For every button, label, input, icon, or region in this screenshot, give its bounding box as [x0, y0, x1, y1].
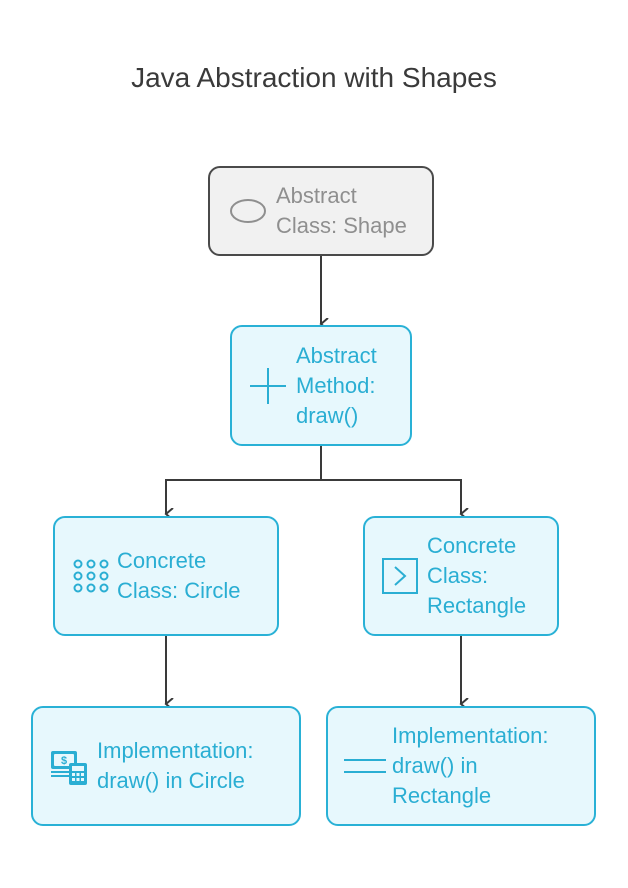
- node-concrete-class-rectangle: Concrete Class: Rectangle: [363, 516, 559, 636]
- diagram-title: Java Abstraction with Shapes: [131, 62, 497, 93]
- node-label: Abstract Class: Shape: [276, 183, 407, 238]
- edge-method-to-circle: [166, 446, 322, 514]
- node-label: Implementation: draw() in Circle: [97, 738, 254, 793]
- node-implementation-rectangle: Implementation: draw() in Rectangle: [326, 706, 596, 826]
- node-label: Abstract Method: draw(): [296, 342, 377, 428]
- chevron-right-box-icon: [377, 556, 423, 596]
- double-line-icon: [340, 756, 390, 776]
- node-abstract-method-draw: Abstract Method: draw(): [230, 325, 412, 446]
- dot-grid-icon: [69, 556, 115, 596]
- node-abstract-class-shape: Abstract Class: Shape: [208, 166, 434, 256]
- plus-icon: [244, 366, 292, 406]
- edge-method-to-rectangle: [321, 479, 461, 514]
- money-calculator-icon: $: [47, 745, 93, 787]
- node-implementation-circle: $ Implementation: draw() in Circle: [31, 706, 301, 826]
- node-label: Implementation: draw() in Rectangle: [392, 723, 549, 808]
- node-label: Concrete Class: Rectangle: [427, 533, 527, 618]
- node-concrete-class-circle: Concrete Class: Circle: [53, 516, 279, 636]
- node-label: Concrete Class: Circle: [117, 548, 241, 603]
- oval-icon: [224, 197, 272, 225]
- svg-text:$: $: [61, 755, 67, 767]
